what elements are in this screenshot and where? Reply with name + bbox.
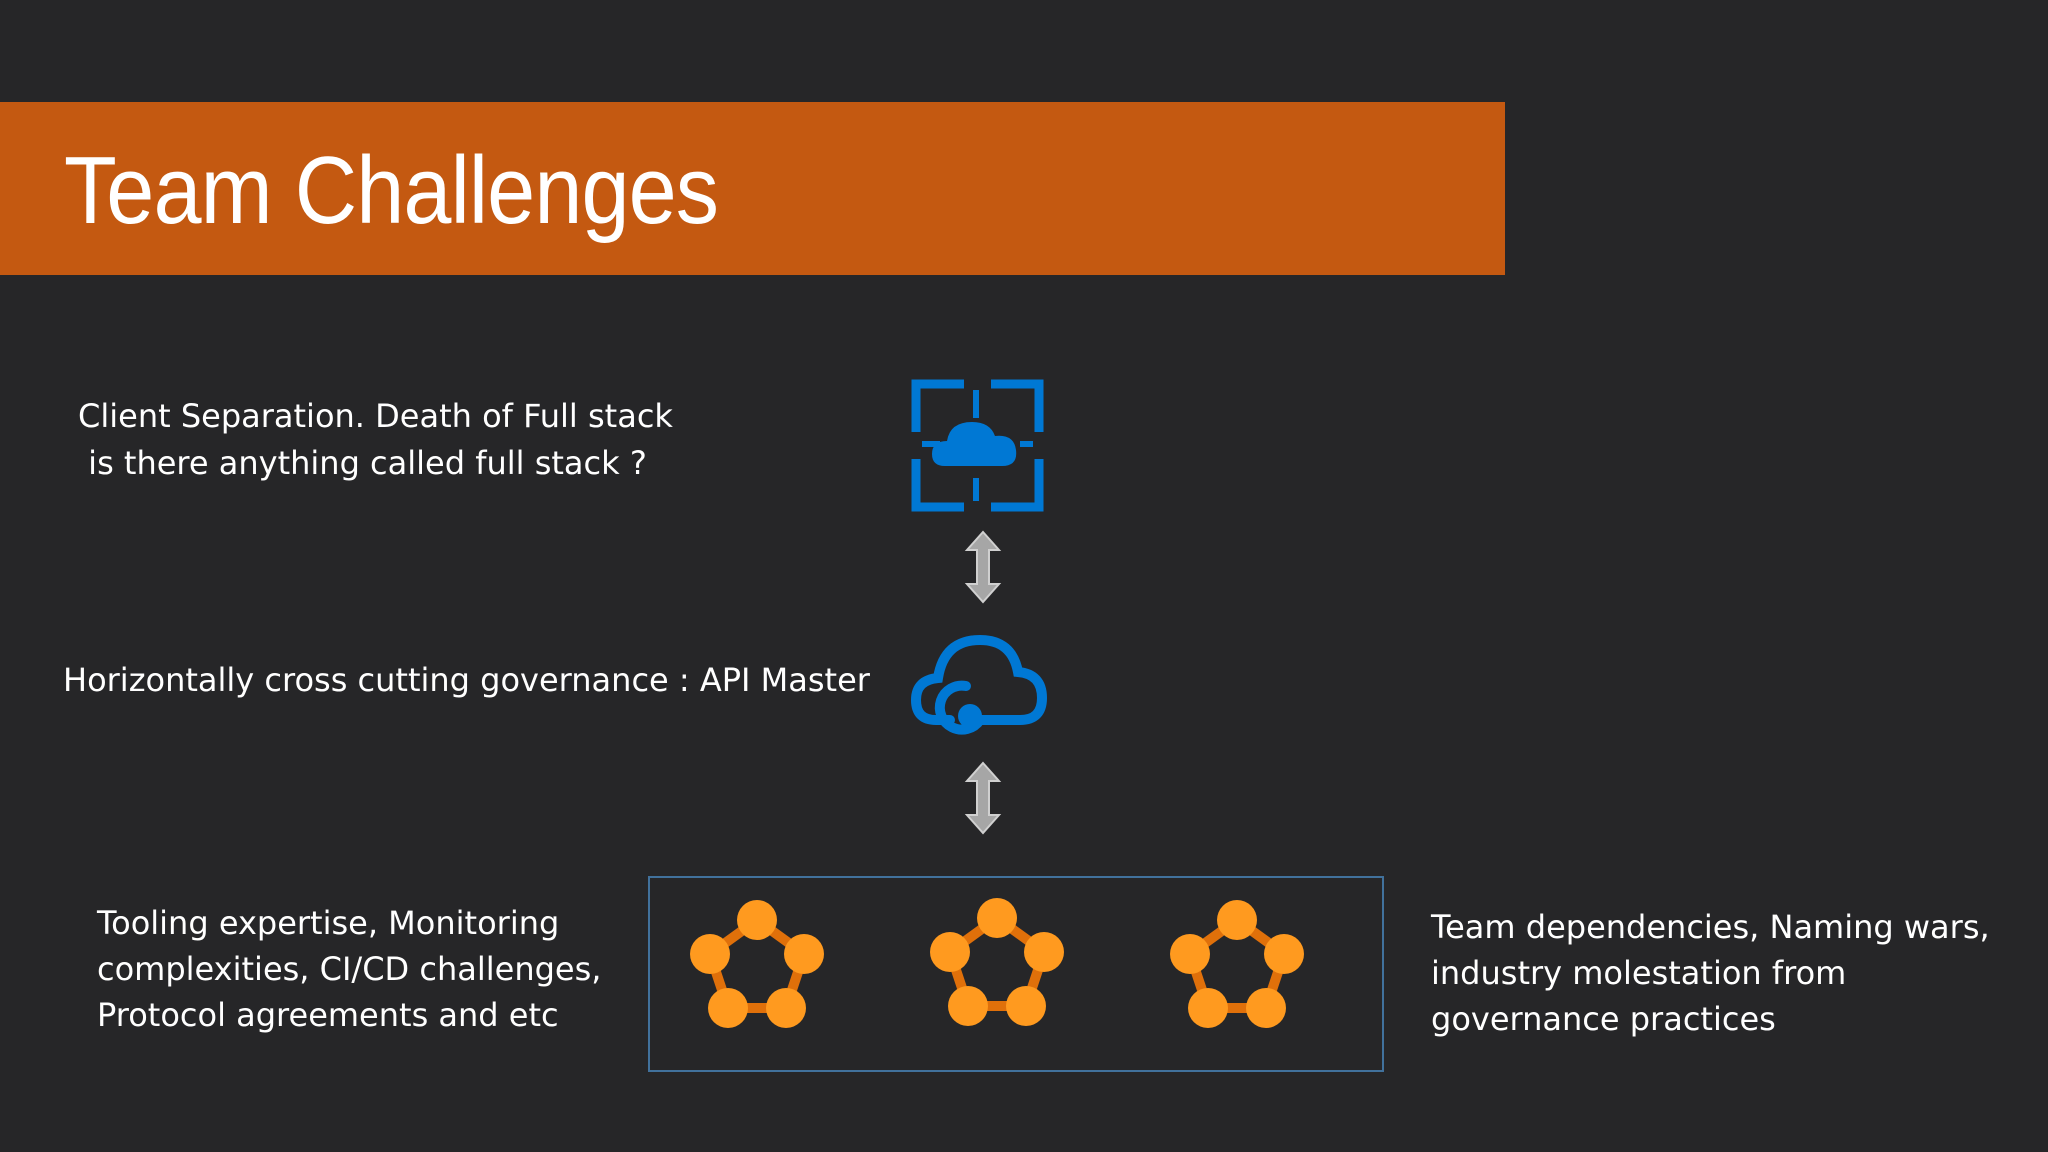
api-management-icon [910,634,1048,735]
client-separation-line-2: is there anything called full stack ? [78,444,647,482]
tooling-line-1: Tooling expertise, Monitoring [97,904,560,942]
service-fabric-icon [930,898,1064,1026]
governance-text: Horizontally cross cutting governance : … [63,661,870,699]
slide-title: Team Challenges [64,137,719,244]
double-arrow-icon [964,530,1002,604]
tooling-line-3: Protocol agreements and etc [97,996,559,1034]
double-arrow-icon [964,761,1002,835]
title-bar [0,102,1505,275]
service-fabric-icon [690,900,824,1028]
team-deps-line-1: Team dependencies, Naming wars, [1431,908,1990,946]
cloud-service-icon [910,378,1045,513]
client-separation-line-1: Client Separation. Death of Full stack [78,397,673,435]
team-deps-line-2: industry molestation from [1431,954,1847,992]
team-deps-line-3: governance practices [1431,1000,1776,1038]
service-fabric-icon [1170,900,1304,1028]
services-box [648,876,1384,1072]
tooling-line-2: complexities, CI/CD challenges, [97,950,602,988]
